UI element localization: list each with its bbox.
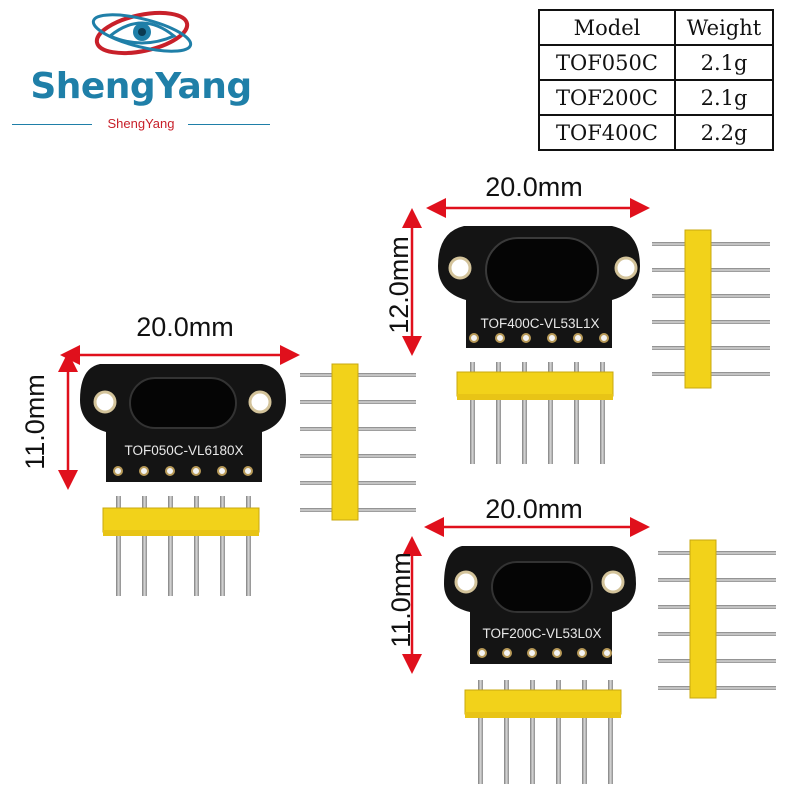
pin-header (456, 362, 614, 464)
mounting-hole (93, 390, 117, 414)
height-dimension: 12.0mm (384, 236, 414, 334)
module-tof200c: 20.0mm 11.0mm TOF200C-VL53L0X (386, 494, 776, 784)
brand-subtitle: ShengYang (107, 116, 175, 131)
cell-model: TOF200C (538, 79, 676, 116)
column-header-weight: Weight (674, 9, 774, 46)
cell-model: TOF400C (538, 114, 676, 151)
mounting-hole (601, 570, 625, 594)
brand-name: ShengYang (30, 66, 252, 107)
table-row: TOF400C 2.2g (538, 114, 774, 151)
pin-header (464, 680, 622, 784)
pin-header (300, 363, 416, 521)
width-dimension: 20.0mm (485, 494, 583, 524)
table-row: TOF050C 2.1g (538, 44, 774, 81)
sensor-window (491, 561, 593, 613)
solder-pads (113, 466, 253, 476)
pin-header (658, 539, 776, 699)
mounting-hole (614, 256, 638, 280)
column-header-model: Model (538, 9, 676, 46)
module-label: TOF400C-VL53L1X (480, 316, 599, 331)
cell-weight: 2.1g (674, 44, 774, 81)
width-dimension: 20.0mm (485, 172, 583, 202)
cell-model: TOF050C (538, 44, 676, 81)
eye-logo-icon (91, 10, 193, 56)
cell-weight: 2.2g (674, 114, 774, 151)
mounting-hole (454, 570, 478, 594)
solder-pads (477, 648, 612, 658)
table-header-row: Model Weight (538, 9, 774, 46)
sensor-window (129, 377, 237, 429)
sensor-window (485, 237, 599, 303)
module-label: TOF200C-VL53L0X (482, 626, 601, 641)
module-tof400c: 20.0mm 12.0mm TOF400C-VL53L1X (384, 172, 770, 464)
mounting-hole (248, 390, 272, 414)
divider (188, 124, 270, 125)
table-row: TOF200C 2.1g (538, 79, 774, 116)
mounting-hole (448, 256, 472, 280)
divider (12, 124, 92, 125)
height-dimension: 11.0mm (386, 552, 416, 648)
width-dimension: 20.0mm (136, 312, 234, 342)
module-tof050c: 20.0mm 11.0mm TOF050C-VL6180X (20, 312, 416, 596)
pin-header (652, 229, 770, 389)
height-dimension: 11.0mm (20, 374, 50, 470)
spec-table: Model Weight TOF050C 2.1g TOF200C 2.1g T… (538, 9, 774, 151)
module-label: TOF050C-VL6180X (124, 443, 243, 458)
pin-header (102, 496, 260, 596)
cell-weight: 2.1g (674, 79, 774, 116)
solder-pads (469, 333, 609, 343)
